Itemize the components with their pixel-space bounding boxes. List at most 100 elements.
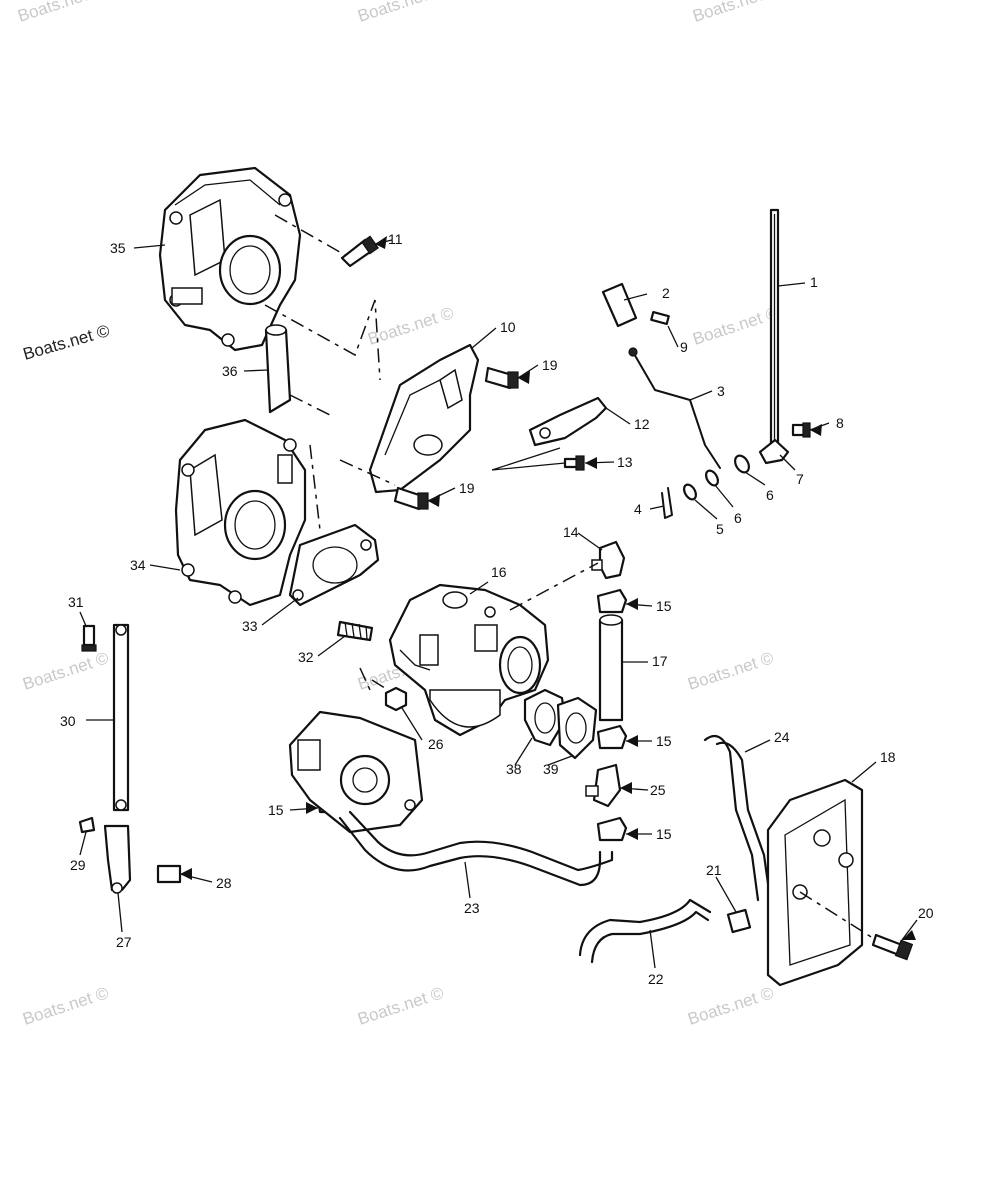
- part-32-screw-spring: [336, 620, 374, 642]
- callout-27: 27: [116, 934, 132, 950]
- part-8-screw: [791, 422, 811, 438]
- part-25-tee-fitting: [585, 763, 622, 808]
- callout-23: 23: [464, 900, 480, 916]
- watermark: Boats.net ©: [15, 0, 106, 26]
- callout-38: 38: [506, 761, 522, 777]
- part-19-bolt-lower: [393, 486, 429, 511]
- watermark: Boats.net ©: [355, 0, 446, 26]
- part-31-screw: [81, 624, 97, 652]
- part-15-clamp-c: [596, 816, 628, 842]
- part-18-cover-plate: [766, 778, 864, 987]
- callout-8: 8: [836, 415, 844, 431]
- part-14-elbow-fitting: [591, 540, 626, 580]
- callout-36: 36: [222, 363, 238, 379]
- callout-5: 5: [716, 521, 724, 537]
- part-39-gasket: [556, 696, 598, 760]
- part-6-washer-a: [705, 469, 719, 487]
- part-6-washer-b: [734, 454, 750, 474]
- callout-15: 15: [268, 802, 284, 818]
- part-12-bracket: [528, 396, 608, 447]
- alignment-lines: [264, 214, 877, 941]
- callout-29: 29: [70, 857, 86, 873]
- part-9-pin: [650, 310, 670, 326]
- callout-18: 18: [880, 749, 896, 765]
- part-27-bracket: [103, 824, 132, 894]
- callout-24: 24: [774, 729, 790, 745]
- part-30-link-rod: [112, 623, 130, 812]
- part-3-linkage-rod: [628, 347, 721, 469]
- callout-4: 4: [634, 501, 642, 517]
- callout-31: 31: [68, 594, 84, 610]
- callout-labels: 1 2 3 4 5 6 6 7 8 9 10 11 12 13 14 15 15…: [60, 231, 934, 987]
- part-1-rod: [769, 208, 780, 452]
- watermark: Boats.net ©: [685, 648, 776, 694]
- callout-14: 14: [563, 524, 579, 540]
- part-7-connector: [758, 438, 790, 465]
- fuel-pump-body: [288, 710, 424, 834]
- callout-35: 35: [110, 240, 126, 256]
- part-28-clip: [156, 864, 182, 884]
- callout-15: 15: [656, 598, 672, 614]
- callout-15: 15: [656, 826, 672, 842]
- callout-21: 21: [706, 862, 722, 878]
- part-10-reed-plate: [368, 343, 480, 494]
- watermark: Boats.net ©: [690, 303, 781, 349]
- part-26-nut: [384, 686, 408, 712]
- arrowheads: [180, 236, 916, 940]
- watermark: Boats.net ©: [355, 983, 446, 1029]
- callout-3: 3: [717, 383, 725, 399]
- callout-16: 16: [491, 564, 507, 580]
- part-36-hose: [264, 324, 292, 414]
- watermark: Boats.net ©: [20, 648, 111, 694]
- part-24-hose: [703, 734, 772, 902]
- part-38-gasket: [523, 688, 567, 747]
- part-5-washer: [683, 483, 697, 501]
- callout-12: 12: [634, 416, 650, 432]
- watermark: Boats.net ©: [20, 983, 111, 1029]
- part-11-bolt: [340, 235, 379, 268]
- callout-19: 19: [542, 357, 558, 373]
- part-20-bolt: [871, 933, 914, 961]
- callout-19: 19: [459, 480, 475, 496]
- callout-30: 30: [60, 713, 76, 729]
- callout-2: 2: [662, 285, 670, 301]
- part-23-fuel-hose: [338, 810, 614, 887]
- callout-6: 6: [766, 487, 774, 503]
- watermark: Boats.net ©: [690, 0, 781, 26]
- callout-15: 15: [656, 733, 672, 749]
- part-22-hose: [578, 898, 712, 964]
- part-35-intake-manifold-upper: [158, 166, 302, 352]
- part-13-screw: [563, 455, 585, 471]
- callout-17: 17: [652, 653, 668, 669]
- part-33-gasket: [288, 523, 380, 607]
- part-19-bolt-upper: [484, 366, 519, 390]
- callout-34: 34: [130, 557, 146, 573]
- callout-10: 10: [500, 319, 516, 335]
- part-15-clamp-a: [596, 588, 628, 614]
- callout-22: 22: [648, 971, 664, 987]
- watermark-dark: Boats.net ©: [21, 321, 112, 364]
- callout-26: 26: [428, 736, 444, 752]
- callout-13: 13: [617, 454, 633, 470]
- callout-9: 9: [680, 339, 688, 355]
- callout-33: 33: [242, 618, 258, 634]
- part-29-screw: [78, 816, 96, 834]
- watermark: Boats.net ©: [685, 983, 776, 1029]
- watermark: Boats.net ©: [365, 303, 456, 349]
- part-34-intake-manifold-lower: [174, 418, 307, 607]
- part-21-fitting: [726, 908, 752, 934]
- callout-39: 39: [543, 761, 559, 777]
- part-15-clamp-b: [596, 724, 628, 750]
- callout-1: 1: [810, 274, 818, 290]
- callout-11: 11: [388, 231, 403, 247]
- callout-28: 28: [216, 875, 232, 891]
- callout-25: 25: [650, 782, 666, 798]
- callout-7: 7: [796, 471, 804, 487]
- part-4-cotter-pin: [661, 487, 673, 519]
- part-17-tube: [598, 614, 624, 722]
- callout-20: 20: [918, 905, 934, 921]
- part-2-sleeve: [601, 282, 638, 328]
- part-16-carburetor: [388, 583, 550, 737]
- callout-6: 6: [734, 510, 742, 526]
